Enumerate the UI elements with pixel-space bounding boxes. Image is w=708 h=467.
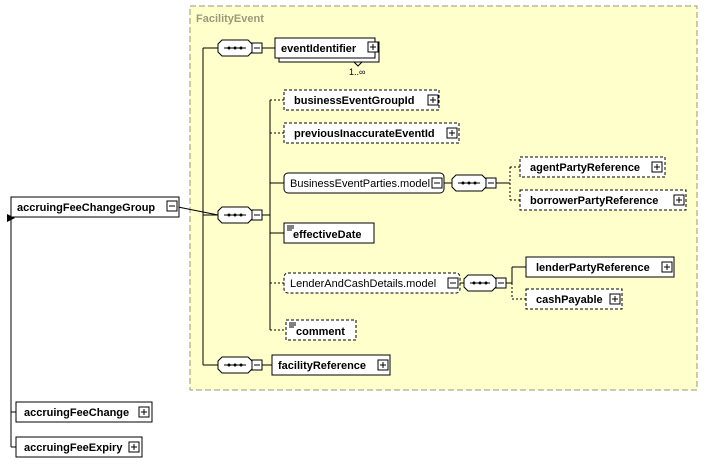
business-event-group-id-label: businessEventGroupId xyxy=(294,95,414,107)
collapse-icon[interactable] xyxy=(251,359,263,371)
element-borrower-party-reference[interactable]: borrowerPartyReference xyxy=(519,189,687,211)
sequence-compositor-lender[interactable] xyxy=(463,274,507,292)
event-identifier-label: eventIdentifier xyxy=(281,43,357,55)
collapse-icon[interactable] xyxy=(166,200,178,212)
expand-icon[interactable] xyxy=(661,261,673,273)
expand-icon[interactable] xyxy=(446,127,458,139)
sequence-compositor-parties[interactable] xyxy=(451,174,497,192)
expand-icon[interactable] xyxy=(651,161,663,173)
simple-type-icon xyxy=(289,322,296,328)
element-agent-party-reference[interactable]: agentPartyReference xyxy=(519,156,666,178)
accruing-fee-change-label: accruingFeeChange xyxy=(24,407,129,419)
element-business-event-group-id[interactable]: businessEventGroupId xyxy=(283,89,440,111)
lender-and-cash-details-model-label: LenderAndCashDetails.model xyxy=(290,278,436,290)
collapse-icon[interactable] xyxy=(495,277,507,289)
element-event-identifier[interactable]: eventIdentifier 1..∞ xyxy=(274,37,380,77)
element-cash-payable[interactable]: cashPayable xyxy=(525,288,623,310)
root-element[interactable]: accruingFeeChangeGroup xyxy=(10,196,180,218)
expand-icon[interactable] xyxy=(367,41,379,53)
expand-icon[interactable] xyxy=(377,359,389,371)
optional-connectors xyxy=(270,99,526,331)
element-facility-reference[interactable]: facilityReference xyxy=(271,354,391,376)
sequence-compositor-top[interactable] xyxy=(217,39,263,57)
collapse-icon[interactable] xyxy=(447,277,459,289)
element-comment[interactable]: comment xyxy=(285,319,357,341)
collapse-icon[interactable] xyxy=(431,177,443,189)
root-label: accruingFeeChangeGroup xyxy=(17,202,155,214)
element-previous-inaccurate-event-id[interactable]: previousInaccurateEventId xyxy=(283,122,460,144)
expand-icon[interactable] xyxy=(427,94,439,106)
cardinality-label: 1..∞ xyxy=(349,67,365,77)
sequence-compositor-bottom[interactable] xyxy=(217,356,263,374)
collapse-icon[interactable] xyxy=(251,42,263,54)
group-lender-and-cash-details-model[interactable]: LenderAndCashDetails.model xyxy=(283,272,461,294)
expand-icon[interactable] xyxy=(128,441,140,453)
accruing-fee-expiry-label: accruingFeeExpiry xyxy=(24,442,123,454)
cash-payable-label: cashPayable xyxy=(536,294,603,306)
borrower-party-reference-label: borrowerPartyReference xyxy=(530,195,658,207)
element-lender-party-reference[interactable]: lenderPartyReference xyxy=(525,256,675,278)
expand-icon[interactable] xyxy=(673,194,685,206)
agent-party-reference-label: agentPartyReference xyxy=(530,162,640,174)
simple-type-icon xyxy=(287,225,294,231)
effective-date-label: effectiveDate xyxy=(293,229,361,241)
expand-icon[interactable] xyxy=(138,406,150,418)
collapse-icon[interactable] xyxy=(251,209,263,221)
comment-label: comment xyxy=(296,326,345,338)
connectors xyxy=(7,47,526,448)
expand-icon[interactable] xyxy=(609,293,621,305)
lender-party-reference-label: lenderPartyReference xyxy=(536,262,650,274)
collapse-icon[interactable] xyxy=(485,177,497,189)
previous-inaccurate-event-id-label: previousInaccurateEventId xyxy=(294,128,435,140)
facility-reference-label: facilityReference xyxy=(278,360,366,372)
business-event-parties-model-label: BusinessEventParties.model xyxy=(290,178,430,190)
derived-accruing-fee-expiry[interactable]: accruingFeeExpiry xyxy=(15,436,143,458)
group-business-event-parties-model[interactable]: BusinessEventParties.model xyxy=(283,172,445,194)
sequence-compositor-main[interactable] xyxy=(217,206,263,224)
group-title: FacilityEvent xyxy=(196,13,264,25)
element-effective-date[interactable]: effectiveDate xyxy=(283,222,375,244)
derived-accruing-fee-change[interactable]: accruingFeeChange xyxy=(15,401,153,423)
